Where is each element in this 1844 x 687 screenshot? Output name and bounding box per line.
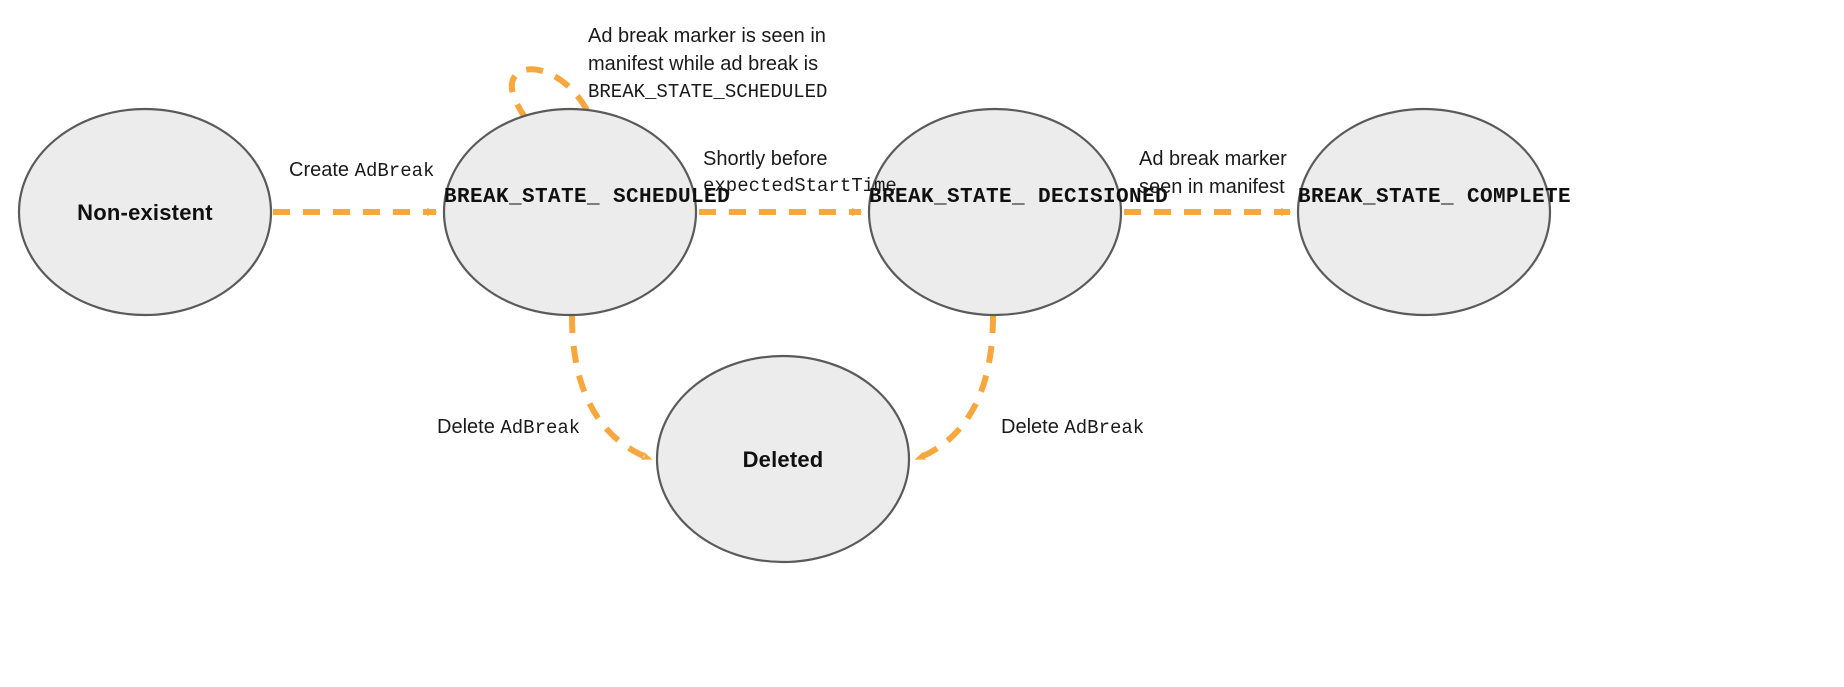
edge-self-loop-scheduled	[508, 66, 590, 163]
edge-scheduled-to-deleted	[569, 315, 653, 462]
edge-decisioned-to-deleted	[914, 315, 996, 462]
node-break-state-decisioned[interactable]	[867, 107, 1123, 317]
node-deleted[interactable]	[655, 354, 911, 564]
node-non-existent[interactable]	[17, 107, 273, 317]
node-break-state-complete[interactable]	[1296, 107, 1552, 317]
edges-layer	[273, 66, 1292, 462]
node-break-state-scheduled[interactable]	[442, 107, 698, 317]
nodes-layer	[17, 107, 1552, 564]
